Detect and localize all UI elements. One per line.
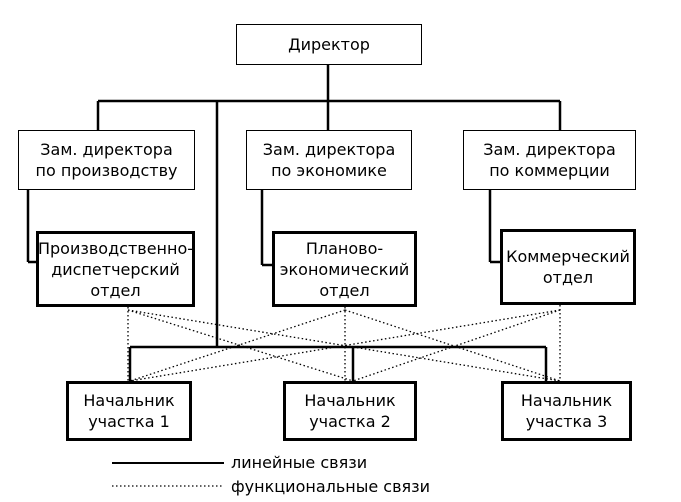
functional-links [127, 305, 561, 382]
deputy-economics-box: Зам. директора по экономике [246, 130, 412, 190]
site-chief-3-line1: Начальник [520, 391, 613, 410]
director-label: Директор [288, 35, 370, 54]
department-production-line3: отдел [90, 280, 141, 300]
site-chief-2-line2: участка 2 [309, 412, 391, 431]
deputy-production-box: Зам. директора по производству [18, 130, 195, 190]
deputy-commerce-box: Зам. директора по коммерции [463, 130, 636, 190]
deputy-production-line1: Зам. директора [40, 140, 173, 159]
department-economics-line3: отдел [319, 280, 370, 300]
director-box: Директор [236, 24, 422, 65]
department-production-box: Производственно- диспетчерский отдел [36, 231, 195, 307]
linear-links [26, 64, 562, 381]
department-economics-line1: Планово- [305, 238, 384, 258]
site-chief-1-box: Начальник участка 1 [66, 381, 192, 441]
deputy-commerce-line1: Зам. директора [483, 140, 616, 159]
site-chief-1-line2: участка 1 [88, 412, 170, 431]
department-production-line1: Производственно- [37, 238, 194, 258]
department-commercial-line2: отдел [542, 268, 594, 287]
site-chief-3-line2: участка 3 [525, 412, 608, 431]
department-commercial-line1: Коммерческий [506, 247, 630, 266]
site-chief-3-box: Начальник участка 3 [501, 381, 632, 441]
deputy-economics-line1: Зам. директора [262, 140, 396, 159]
deputy-production-line2: по производству [35, 161, 178, 180]
site-chief-2-line1: Начальник [304, 391, 396, 410]
site-chief-2-box: Начальник участка 2 [283, 381, 417, 441]
deputy-economics-line2: по экономике [271, 161, 387, 180]
department-commercial-box: Коммерческий отдел [500, 229, 636, 305]
deputy-commerce-line2: по коммерции [489, 161, 610, 180]
legend-linear-label: линейные связи [231, 453, 368, 472]
legend-functional-label: функциональные связи [231, 477, 431, 496]
department-production-line2: диспетчерский [51, 259, 180, 279]
site-chief-1-line1: Начальник [83, 391, 175, 410]
department-economics-line2: экономический [279, 259, 410, 279]
department-economics-box: Планово- экономический отдел [272, 231, 417, 307]
